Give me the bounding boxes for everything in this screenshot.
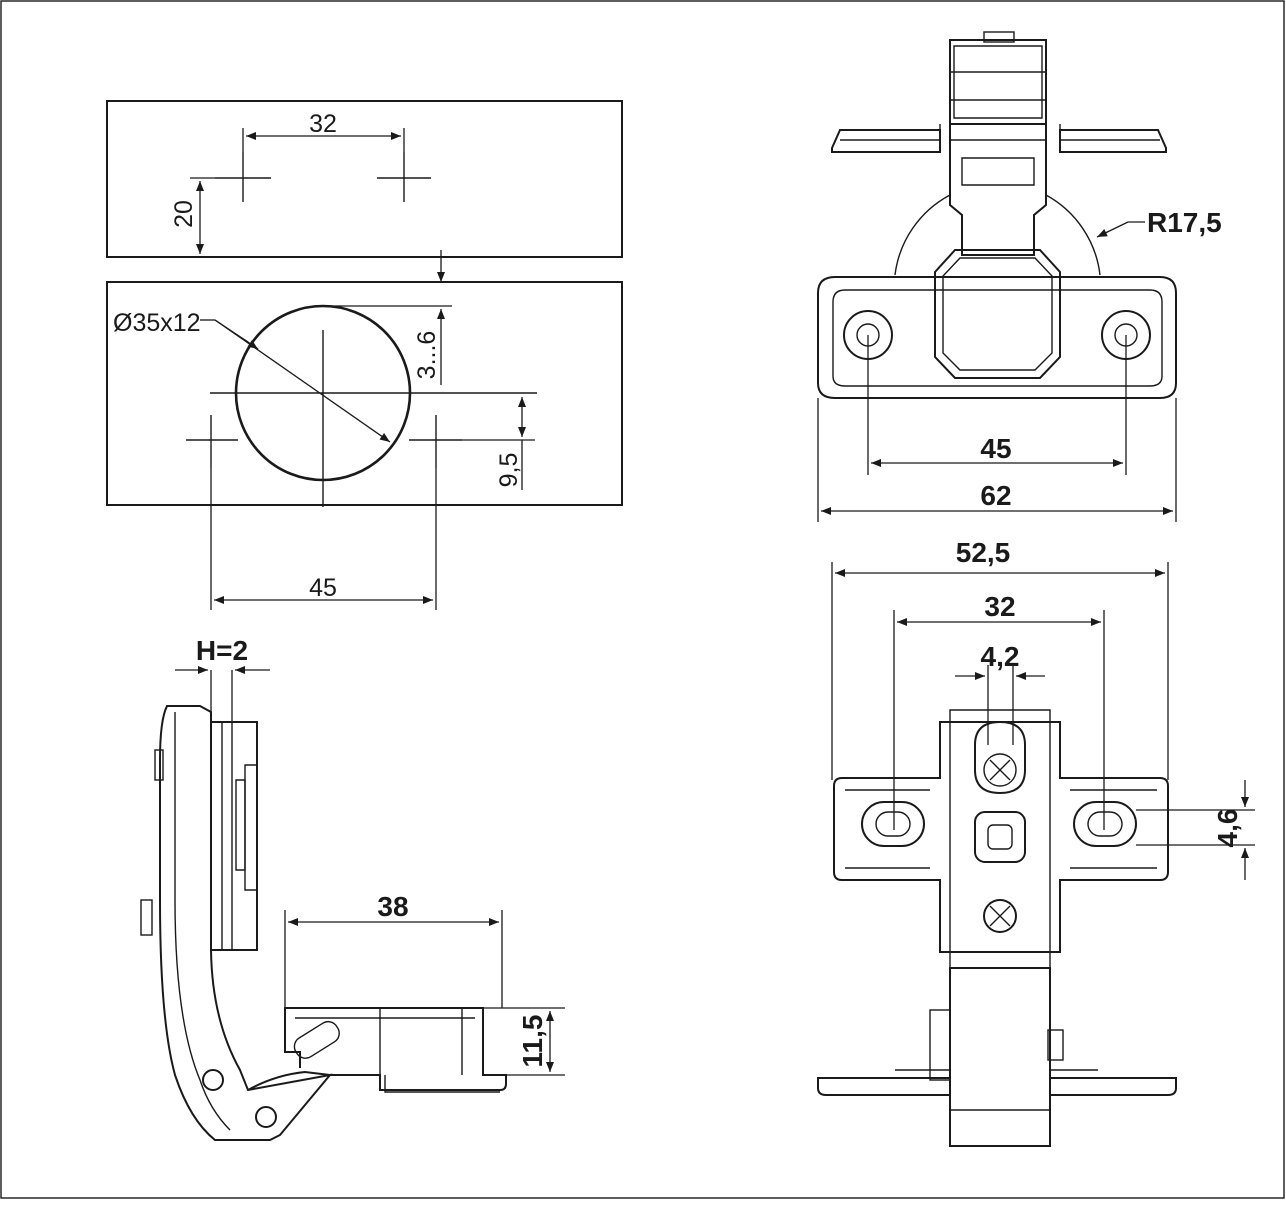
dim-diameter-line [214, 319, 391, 443]
dim-32-base-label: 32 [984, 591, 1015, 622]
dim-3-6-label: 3...6 [413, 331, 441, 380]
dim-45-bottom-label: 45 [309, 574, 337, 602]
door-panel-bottom [106, 281, 623, 506]
hinge-cup [934, 249, 1061, 379]
dim-62-label: 62 [980, 480, 1011, 511]
drilling-pattern: 32 20 3...6 Ø35x12 9,5 [106, 100, 623, 610]
side-cup-body [159, 705, 333, 1141]
dim-38-label: 38 [377, 891, 408, 922]
door-panel-top [106, 100, 623, 258]
dim-45-front-label: 45 [980, 433, 1011, 464]
dim-h2-label: H=2 [196, 635, 248, 666]
hinge-side-view: H=2 38 11,5 [140, 635, 565, 1141]
dim-diameter-label: Ø35x12 [113, 309, 201, 337]
hinge-front-view: R17,5 45 62 [817, 31, 1222, 522]
base-plate [833, 721, 1169, 953]
dim-11-5-label: 11,5 [517, 1015, 548, 1068]
dim-20-label: 20 [170, 200, 198, 228]
crosshair-lower-left [186, 415, 238, 468]
cup-arc [894, 194, 951, 276]
dim-4-6-label: 4,6 [1212, 809, 1243, 848]
crosshair-right [377, 152, 431, 202]
crosshair-lower-right [409, 415, 462, 468]
dim-32-label: 32 [309, 110, 337, 138]
dim-radius-label: R17,5 [1147, 207, 1222, 238]
dim-9-5-label: 9,5 [495, 453, 523, 488]
hinge-base-plate [817, 276, 1177, 399]
dim-4-2-label: 4,2 [981, 641, 1020, 672]
hinge-base-view: 52,5 32 4,2 [817, 537, 1255, 1147]
crosshair-left [215, 152, 271, 202]
dim-52-5-label: 52,5 [956, 537, 1011, 568]
